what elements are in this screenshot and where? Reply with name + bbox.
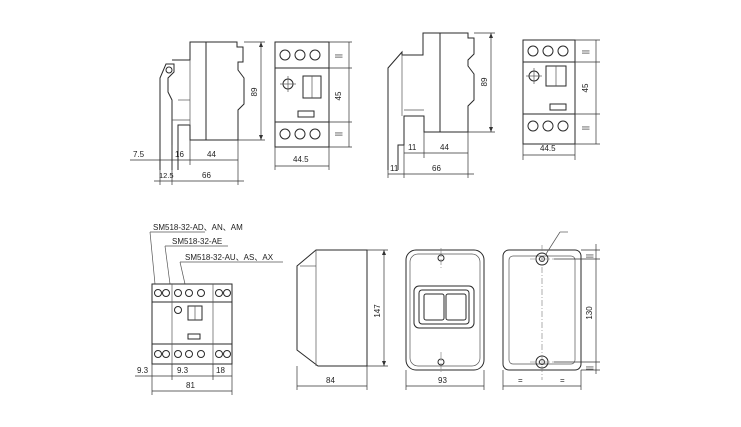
- top-terminals: [154, 289, 231, 297]
- model-label-2: SM518-32-AE: [172, 237, 222, 246]
- dim-ii-a-bot: ||: [334, 132, 343, 136]
- dim-ii-b-bot: ||: [581, 126, 590, 130]
- dim-89-b: 89: [480, 77, 489, 86]
- dim-ii-a-top: ||: [334, 54, 343, 58]
- dim-9-3-b: 9.3: [177, 366, 189, 375]
- dim-16: 16: [175, 150, 184, 159]
- dim-44-a: 44: [207, 150, 216, 159]
- dim-66-b: 66: [432, 164, 441, 173]
- dim-45-b: 45: [581, 83, 590, 92]
- dim-44-5-a: 44.5: [293, 155, 309, 164]
- dim-ii-f-bot: ||: [585, 366, 594, 370]
- dim-ii-f-top: ||: [585, 254, 594, 258]
- dim-89-a: 89: [250, 87, 259, 96]
- bottom-terminals: [154, 350, 231, 358]
- front-view-a: || 45 || 44.5: [274, 41, 352, 170]
- side-view-b: 89 11 44 11 66: [387, 32, 495, 178]
- dim-12-5: 12.5: [159, 171, 174, 180]
- dim-9-3-a: 9.3: [137, 366, 149, 375]
- dim-44-b: 44: [440, 143, 449, 152]
- dim-eq-right: =: [560, 376, 565, 385]
- dim-ii-b-top: ||: [581, 50, 590, 54]
- front-view-c: SM518-32-AD、AN、AM SM518-32-AE SM518-32-A…: [135, 223, 283, 395]
- front-view-b: || 45 || 44.5: [522, 39, 600, 160]
- dim-44-5-b: 44.5: [540, 144, 556, 153]
- side-view-a: 89 7.5 16 44 12.5 66: [130, 41, 265, 185]
- model-label-3: SM518-32-AU、AS、AX: [185, 253, 274, 262]
- dim-7-5: 7.5: [133, 150, 145, 159]
- dim-eq-left: =: [518, 376, 523, 385]
- dim-147: 147: [373, 304, 382, 318]
- enclosure-back-view: 130 || || = =: [502, 231, 600, 390]
- dim-45-a: 45: [334, 91, 343, 100]
- dim-11-b2: 11: [390, 164, 399, 173]
- dim-84: 84: [326, 376, 335, 385]
- enclosure-side-view: 147 84: [296, 249, 388, 390]
- dim-81: 81: [186, 381, 195, 390]
- dim-130: 130: [585, 306, 594, 320]
- enclosure-front-view: 93: [405, 248, 485, 390]
- dim-93: 93: [438, 376, 447, 385]
- model-label-1: SM518-32-AD、AN、AM: [153, 223, 243, 232]
- dim-66-a: 66: [202, 171, 211, 180]
- dim-18: 18: [216, 366, 225, 375]
- dim-11-b: 11: [408, 143, 417, 152]
